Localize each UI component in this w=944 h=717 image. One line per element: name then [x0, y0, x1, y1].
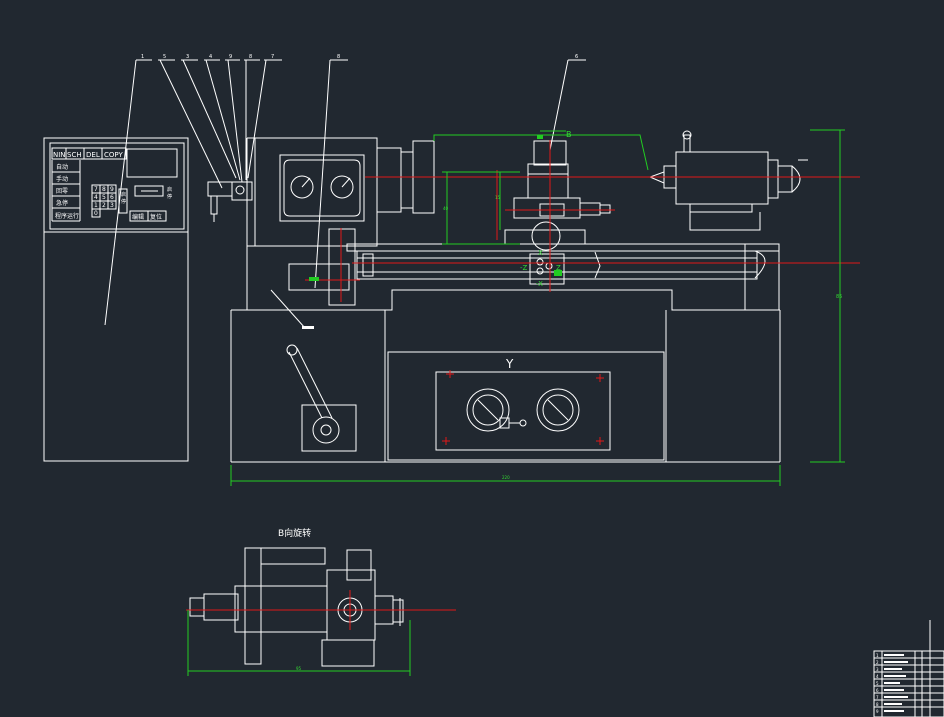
key-2[interactable]: 2: [102, 202, 106, 209]
dim-tool-height: 40: [443, 206, 449, 211]
tb-row-9: 9: [876, 709, 879, 714]
mode-auto: 自动: [56, 163, 68, 171]
key-1[interactable]: 1: [94, 202, 98, 209]
tb-row-1: 1: [876, 653, 879, 658]
tb-row-8: 8: [876, 702, 879, 707]
mode-program-run: 程序运行: [55, 212, 79, 220]
key-4[interactable]: 4: [94, 194, 98, 201]
gauge-box: [435, 371, 611, 451]
reset-button[interactable]: [147, 210, 167, 222]
balloon-1: 1: [141, 54, 144, 60]
tb-row-3: 3: [876, 667, 879, 672]
base-view-letter: Y: [505, 357, 514, 371]
reset-label: 复位: [150, 213, 162, 221]
gauge-left: [466, 388, 510, 432]
axis-z2-label: Z: [556, 264, 561, 272]
key-9[interactable]: 9: [110, 186, 114, 193]
tailstock: [648, 130, 808, 231]
side-stop-2: 停: [167, 193, 172, 200]
gear-knob-1: [290, 175, 314, 199]
cross-slide-block: [529, 253, 565, 285]
del-label: DEL: [86, 151, 100, 159]
tb-row-4: 4: [876, 674, 879, 679]
gauge-right: [536, 388, 580, 432]
tb-row-6: 6: [876, 688, 879, 693]
dim-view-length: 95: [296, 666, 302, 671]
balloon-6: 6: [575, 54, 578, 60]
dim-overall-length: 220: [502, 475, 510, 480]
balloon-8a: 8: [249, 54, 252, 60]
edit-label: 编辑: [132, 213, 144, 221]
mode-estop: 急停: [56, 199, 68, 207]
side-stop-1: 停: [121, 198, 126, 205]
headstock: [207, 137, 435, 310]
mode-manual: 手动: [56, 175, 68, 183]
lathe-bed: [288, 228, 780, 311]
key-7[interactable]: 7: [94, 186, 98, 193]
dimensions: 220 85 40 15 B X -Z Z -X: [230, 129, 845, 486]
balloon-4: 4: [209, 54, 212, 60]
panel-screen: [126, 148, 178, 178]
tb-row-7: 7: [876, 695, 879, 700]
gear-knob-2: [330, 175, 354, 199]
key-0[interactable]: 0: [94, 210, 98, 217]
apron-motor: [288, 263, 350, 291]
axis-x-label: X: [538, 249, 543, 257]
panel-face: [49, 142, 185, 230]
copy-label: COPY: [104, 151, 123, 159]
tb-row-5: 5: [876, 681, 879, 686]
b-view: B向旋转 95: [186, 527, 456, 676]
key-3[interactable]: 3: [110, 202, 114, 209]
base-panel: [387, 351, 665, 461]
control-panel: NIN SCH DEL COPY 自动 手动 回零 急停 程序运行: [43, 137, 189, 462]
panel-slot: [134, 185, 164, 197]
title-block: 1 2 3 4 5 6 7 8 9: [873, 620, 944, 717]
tb-row-2: 2: [876, 660, 879, 665]
apron: [328, 228, 356, 306]
view-title: B向旋转: [278, 527, 311, 539]
sch-label: SCH: [67, 151, 82, 159]
headstock-cover: [279, 154, 365, 222]
dim-tool-offset: 15: [495, 195, 501, 200]
base-cabinet: Y: [230, 289, 781, 463]
keypad: 7 8 9 4 5 6 1 2 3 0: [91, 184, 117, 218]
balloon-5: 5: [163, 54, 166, 60]
balloon-leaders: 1 5 3 4 9 8 7 8 6: [104, 54, 586, 326]
panel-lower-cabinet: [43, 231, 189, 462]
side-start-1: 启: [121, 191, 126, 198]
axis-z-label: -Z: [520, 264, 528, 272]
key-5[interactable]: 5: [102, 194, 106, 201]
balloon-8b: 8: [337, 54, 340, 60]
mode-home: 回零: [56, 188, 68, 195]
nin-label: NIN: [53, 151, 66, 159]
dim-overall-height: 85: [836, 294, 842, 300]
axis-x2-label: -X: [536, 280, 543, 288]
balloon-3: 3: [186, 54, 189, 60]
key-8[interactable]: 8: [102, 186, 106, 193]
balloon-7: 7: [271, 54, 274, 60]
key-6[interactable]: 6: [110, 194, 114, 201]
side-start-2: 启: [167, 186, 172, 193]
dim-top-width: B: [566, 130, 572, 139]
balloon-9: 9: [229, 54, 232, 60]
lever-box: [301, 404, 357, 452]
copy-button[interactable]: [101, 147, 127, 160]
